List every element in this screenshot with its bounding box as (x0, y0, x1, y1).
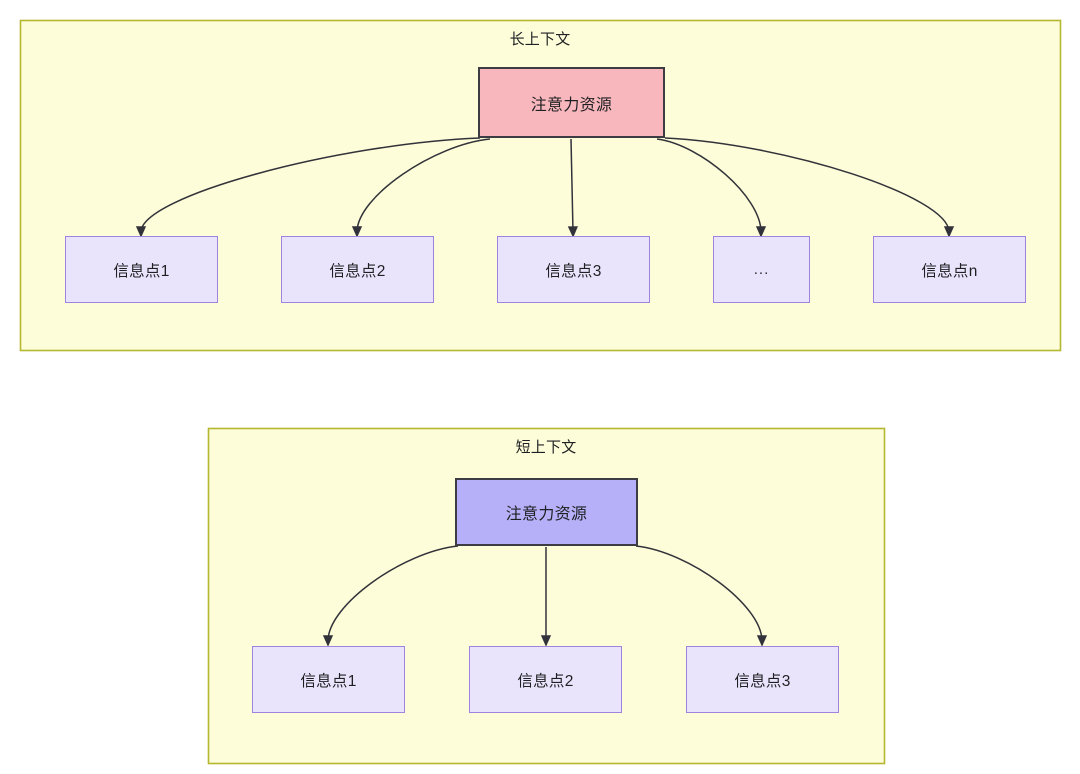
edge-short-context-0 (322, 545, 459, 647)
node-info-point-long-context-3[interactable]: 信息点3 (497, 236, 650, 303)
node-attention-resource-short-context[interactable]: 注意力资源 (455, 478, 638, 546)
node-info-point-short-context-3[interactable]: 信息点3 (686, 646, 839, 713)
panel-title-long-context: 长上下文 (509, 31, 571, 48)
node-info-point-long-context-1[interactable]: 信息点1 (65, 236, 218, 303)
edge-connectors (135, 137, 955, 647)
edge-short-context-2 (635, 545, 768, 647)
edge-long-context-1 (351, 138, 491, 238)
node-info-point-short-context-2[interactable]: 信息点2 (469, 646, 622, 713)
node-info-point-long-context-2[interactable]: 信息点2 (281, 236, 434, 303)
edge-long-context-3 (656, 138, 767, 238)
panel-title-short-context: 短上下文 (515, 439, 577, 456)
edge-long-context-4 (664, 137, 955, 238)
node-attention-resource-long-context[interactable]: 注意力资源 (478, 67, 665, 138)
edge-long-context-0 (135, 137, 481, 238)
node-info-point-short-context-1[interactable]: 信息点1 (252, 646, 405, 713)
node-info-point-long-context-5[interactable]: 信息点n (873, 236, 1026, 303)
node-ellipsis-long-context[interactable]: ... (713, 236, 810, 303)
edge-long-context-2 (567, 138, 578, 238)
